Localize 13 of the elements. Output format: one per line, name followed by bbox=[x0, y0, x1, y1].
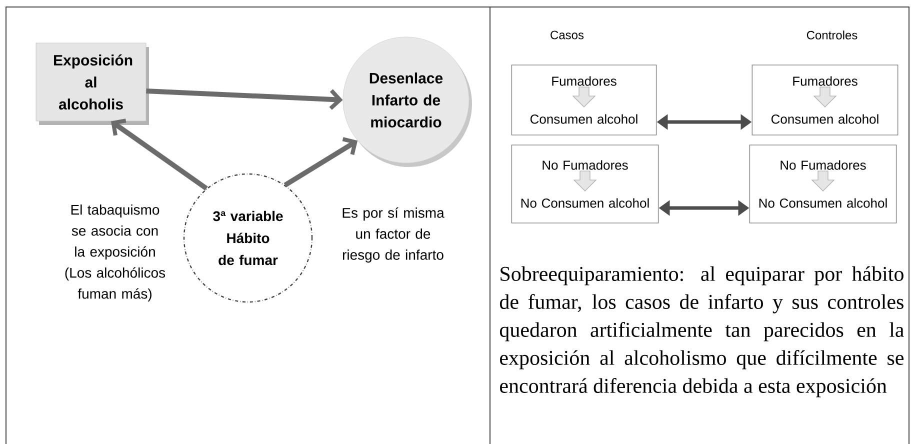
note-text: El tabaquismo se asocia con la exposición (Los alcohólicos fuman más) bbox=[65, 204, 166, 302]
arrow bbox=[284, 137, 358, 188]
group-box: Fumadores Consumen alcohol bbox=[511, 64, 657, 136]
arrow bbox=[146, 88, 343, 110]
caption-paragraph: Sobreequiparamiento: al equiparar por hábito de fumar, los casos de infarto y sus controles quedaron artificialmente tan parecidos en la exposición al alcoholismo que difícilmente se encontrará diferencia debida a esta exposición bbox=[500, 266, 904, 398]
column-heading: Controles bbox=[806, 30, 858, 40]
group-box: No Fumadores No Consumen alcohol bbox=[749, 144, 897, 224]
column-heading: Casos bbox=[550, 30, 584, 40]
group-box: Fumadores Consumen alcohol bbox=[752, 64, 898, 136]
arrow bbox=[111, 118, 208, 191]
note-text: Es por sí misma un factor de riesgo de infarto bbox=[342, 207, 444, 263]
exposure-box: Exposición al alcoholis bbox=[36, 42, 146, 122]
group-box: No Fumadores No Consumen alcohol bbox=[511, 144, 659, 224]
